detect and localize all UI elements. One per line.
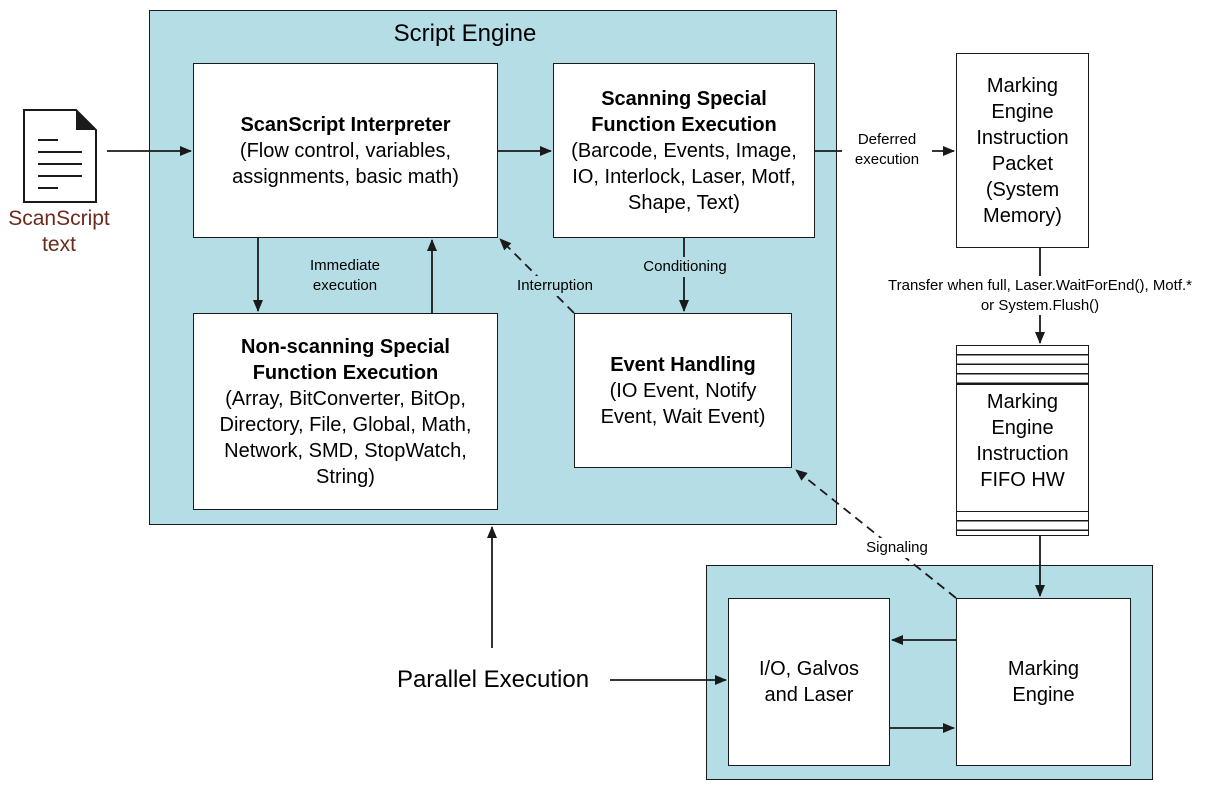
- signaling-label: Signaling: [852, 538, 942, 558]
- fifo-top-stripes: [956, 345, 1089, 385]
- scanscript-interpreter-box: ScanScript Interpreter (Flow control, va…: [193, 63, 498, 238]
- instruction-packet-label: Marking Engine Instruction Packet (Syste…: [976, 74, 1069, 227]
- marking-engine-box: Marking Engine: [956, 598, 1131, 766]
- event-handling-body: (IO Event, Notify Event, Wait Event): [600, 379, 766, 428]
- event-handling-box: Event Handling (IO Event, Notify Event, …: [574, 313, 792, 468]
- instruction-fifo-label: Marking Engine Instruction FIFO HW: [976, 390, 1069, 491]
- scanning-function-box: Scanning Special Function Execution (Bar…: [553, 63, 815, 238]
- event-handling-title: Event Handling: [610, 353, 756, 376]
- deferred-execution-label: Deferred execution: [842, 130, 932, 169]
- signaling-arrow: [795, 469, 957, 599]
- marking-engine-label: Marking Engine: [1007, 658, 1080, 706]
- scanning-function-title: Scanning Special Function Execution: [591, 87, 777, 136]
- fifo-bottom-stripes: [956, 511, 1089, 536]
- non-scanning-function-box: Non-scanning Special Function Execution …: [193, 313, 498, 510]
- document-icon: [23, 109, 97, 203]
- instruction-packet-box: Marking Engine Instruction Packet (Syste…: [956, 53, 1089, 248]
- transfer-label: Transfer when full, Laser.WaitForEnd(), …: [880, 276, 1200, 315]
- document-label: ScanScript text: [8, 207, 110, 257]
- io-galvos-laser-label: I/O, Galvos and Laser: [758, 658, 860, 706]
- non-scanning-function-title: Non-scanning Special Function Execution: [241, 335, 450, 384]
- scanscript-interpreter-title: ScanScript Interpreter: [240, 113, 451, 136]
- conditioning-label: Conditioning: [630, 257, 740, 277]
- parallel-execution-label: Parallel Execution: [396, 666, 590, 693]
- non-scanning-function-body: (Array, BitConverter, BitOp, Directory, …: [219, 387, 472, 488]
- io-galvos-laser-box: I/O, Galvos and Laser: [728, 598, 890, 766]
- scanscript-interpreter-body: (Flow control, variables, assignments, b…: [232, 139, 459, 188]
- immediate-execution-label: Immediate execution: [309, 257, 381, 294]
- scanning-function-body: (Barcode, Events, Image, IO, Interlock, …: [571, 139, 797, 214]
- interruption-label: Interruption: [500, 276, 610, 296]
- script-engine-title: Script Engine: [393, 20, 537, 47]
